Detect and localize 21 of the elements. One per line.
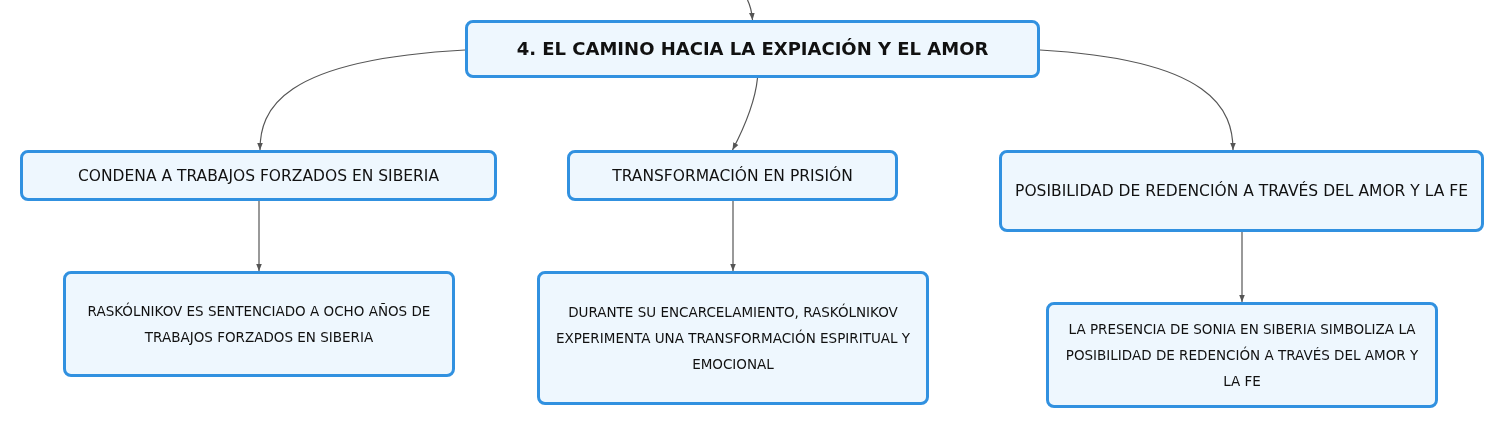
- connector-arrow: [257, 49, 466, 151]
- node-text: CONDENA A TRABAJOS FORZADOS EN SIBERIA: [77, 165, 440, 187]
- node-text: RASKÓLNIKOV ES SENTENCIADO A OCHO AÑOS DE TRABAJOS FORZADOS EN SIBERIA: [86, 301, 432, 347]
- subtopic-box: [999, 150, 1484, 232]
- topic-box: [465, 20, 1040, 78]
- connector-arrow: [731, 77, 759, 151]
- connector-arrow: [730, 200, 736, 272]
- node-text: TRANSFORMACIÓN EN PRISIÓN: [612, 165, 853, 187]
- detail-box: [1046, 302, 1438, 408]
- node-text: 4. EL CAMINO HACIA LA EXPIACIÓN Y EL AMOR: [516, 37, 989, 61]
- node-text: DURANTE SU ENCARCELAMIENTO, RASKÓLNIKOV EXPERIMENTA UNA TRANSFORMACIÓN ESPIRITUAL Y EMOCIONAL: [554, 302, 912, 374]
- detail-box: [63, 271, 455, 377]
- subtopic-box: [567, 150, 898, 201]
- connector-arrow: [1039, 49, 1236, 151]
- connector-arrow: [746, 0, 755, 21]
- connector-arrow: [256, 200, 262, 272]
- node-text: POSIBILIDAD DE REDENCIÓN A TRAVÉS DEL AMOR Y LA FE: [1015, 180, 1468, 202]
- subtopic-box: [20, 150, 497, 201]
- node-text: LA PRESENCIA DE SONIA EN SIBERIA SIMBOLIZA LA POSIBILIDAD DE REDENCIÓN A TRAVÉS DEL AMOR Y LA FE: [1064, 320, 1420, 391]
- detail-box: [537, 271, 929, 405]
- connector-arrow: [1239, 231, 1245, 303]
